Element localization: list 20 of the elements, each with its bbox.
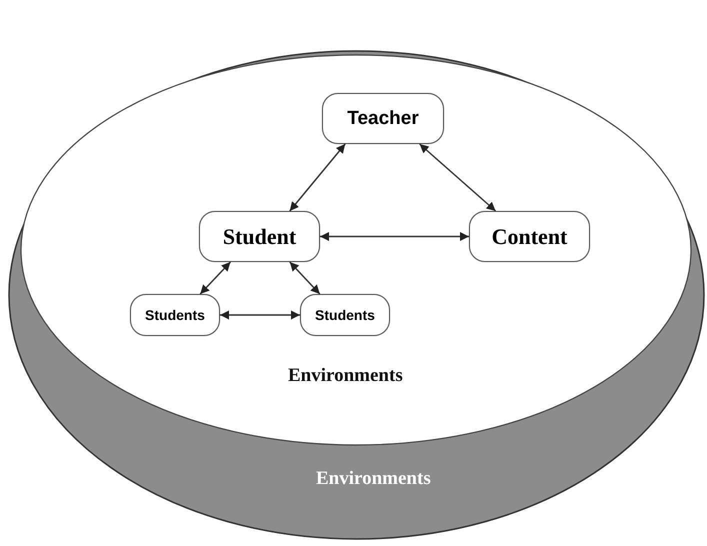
node-box [130, 294, 220, 336]
node-box [199, 211, 320, 262]
environment-ring [8, 50, 705, 540]
node-label: Students [145, 307, 205, 323]
node-box [300, 294, 390, 336]
node-box [322, 93, 444, 144]
node-box [469, 211, 590, 262]
node-label: Students [315, 307, 375, 323]
node-label: Content [492, 224, 568, 250]
double-arrow [289, 144, 346, 212]
node-label: Environments [288, 365, 403, 387]
node-label: Student [222, 224, 296, 250]
double-arrow [289, 262, 320, 294]
double-arrow [419, 143, 496, 212]
environment-ellipse [20, 54, 692, 446]
double-arrow [200, 262, 231, 294]
double-arrow [220, 310, 300, 320]
node-label: Environments [316, 468, 431, 490]
node-label: Teacher [347, 108, 419, 130]
double-arrow [320, 232, 469, 241]
